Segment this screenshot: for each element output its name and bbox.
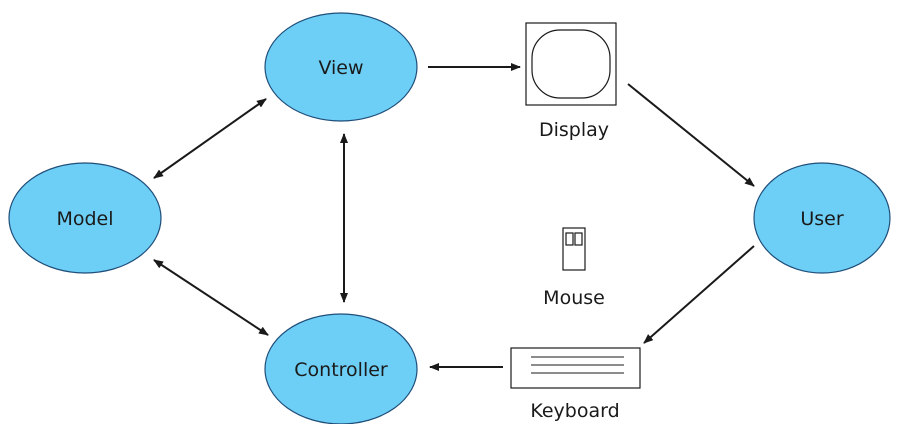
mouse-label: Mouse (543, 287, 605, 309)
node-view: View (264, 12, 418, 122)
node-controller-label: Controller (294, 359, 388, 381)
keyboard-label: Keyboard (530, 400, 619, 422)
edge-model-controller (153, 259, 269, 336)
node-user-label: User (800, 208, 843, 230)
node-user: User (753, 162, 891, 274)
node-model-label: Model (56, 208, 113, 230)
node-controller: Controller (264, 313, 418, 424)
edge-model-view (153, 98, 267, 179)
node-view-label: View (318, 57, 363, 79)
edge-display-to-user (627, 83, 755, 187)
node-model: Model (8, 162, 162, 274)
display-label: Display (539, 119, 609, 141)
edge-user-to-keyboard (643, 245, 755, 344)
mouse-icon (562, 227, 586, 271)
keyboard-icon (510, 347, 641, 389)
display-icon (525, 22, 617, 106)
